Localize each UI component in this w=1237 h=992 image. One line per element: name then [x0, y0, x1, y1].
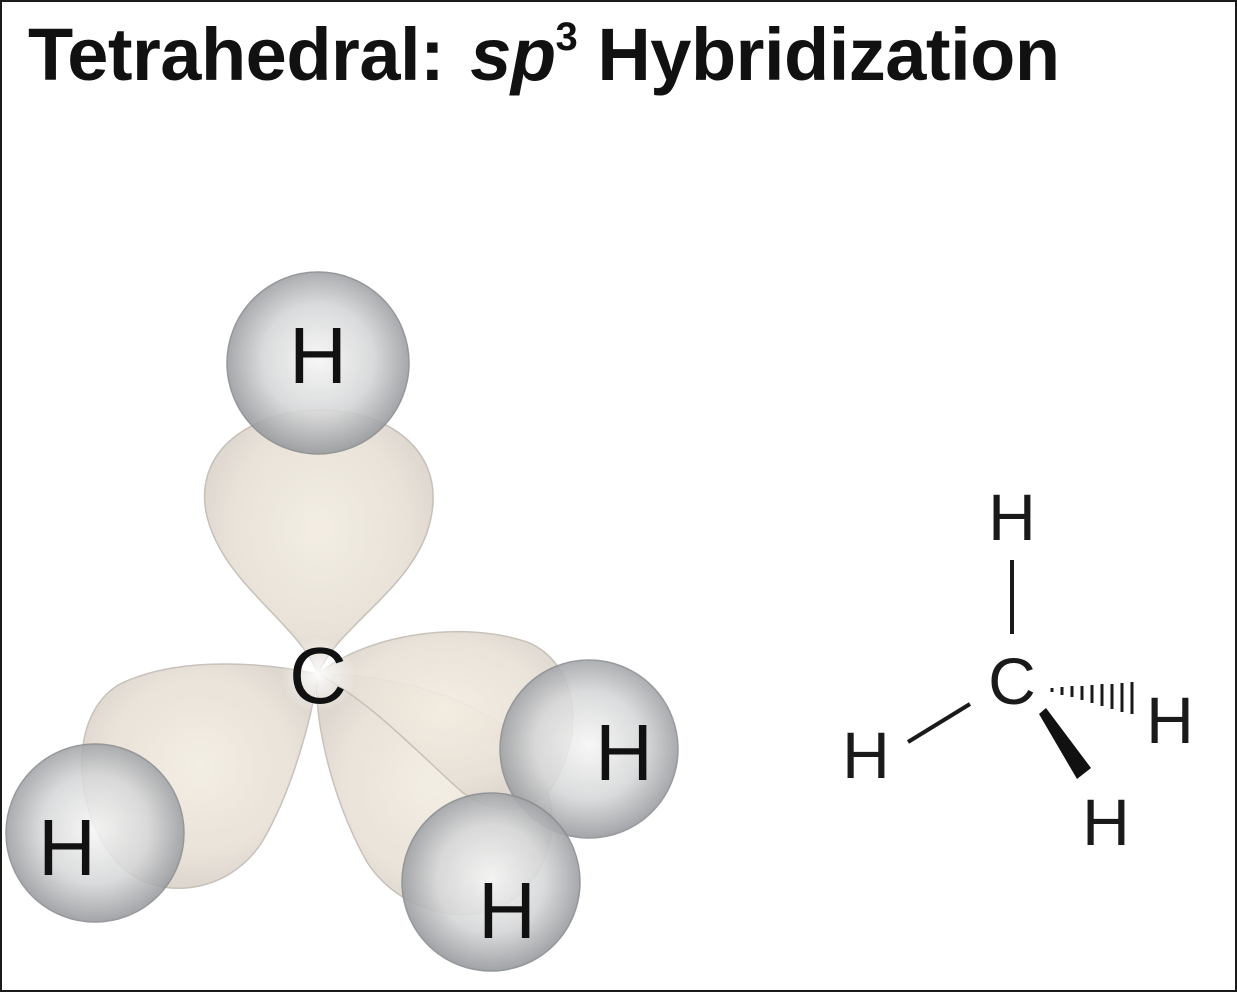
structure-hydrogen-right: H [1146, 683, 1194, 757]
title-sp: sp [470, 13, 556, 96]
structural-formula: C H H H H [842, 480, 1194, 859]
hydrogen-label-bottom: H [478, 866, 536, 955]
hydrogen-label-left: H [38, 803, 96, 892]
carbon-label: C [289, 631, 347, 720]
hydrogen-label-right: H [595, 708, 653, 797]
hydrogen-spheres [5, 271, 679, 972]
hydrogen-sphere-top [226, 271, 410, 455]
structure-hydrogen-left: H [842, 718, 890, 792]
structure-hydrogen-top: H [988, 480, 1036, 554]
structure-carbon-label: C [988, 644, 1036, 718]
title-suffix: Hybridization [597, 13, 1060, 96]
hydrogen-sphere-bottom [401, 792, 581, 972]
carbon-glow [280, 637, 356, 713]
bond-left [906, 702, 972, 744]
title-superscript: 3 [555, 15, 578, 59]
dashed-bond-right [1050, 682, 1134, 714]
hydrogen-label-top: H [289, 311, 347, 400]
hydrogen-sphere-left [5, 743, 185, 923]
structure-hydrogen-bottom: H [1082, 785, 1130, 859]
title-prefix: Tetrahedral: [28, 13, 445, 96]
page-title: Tetrahedral: sp3 Hybridization [28, 12, 1060, 98]
hydrogen-sphere-right [499, 659, 679, 839]
wedge-bond-bottom [1039, 708, 1091, 779]
